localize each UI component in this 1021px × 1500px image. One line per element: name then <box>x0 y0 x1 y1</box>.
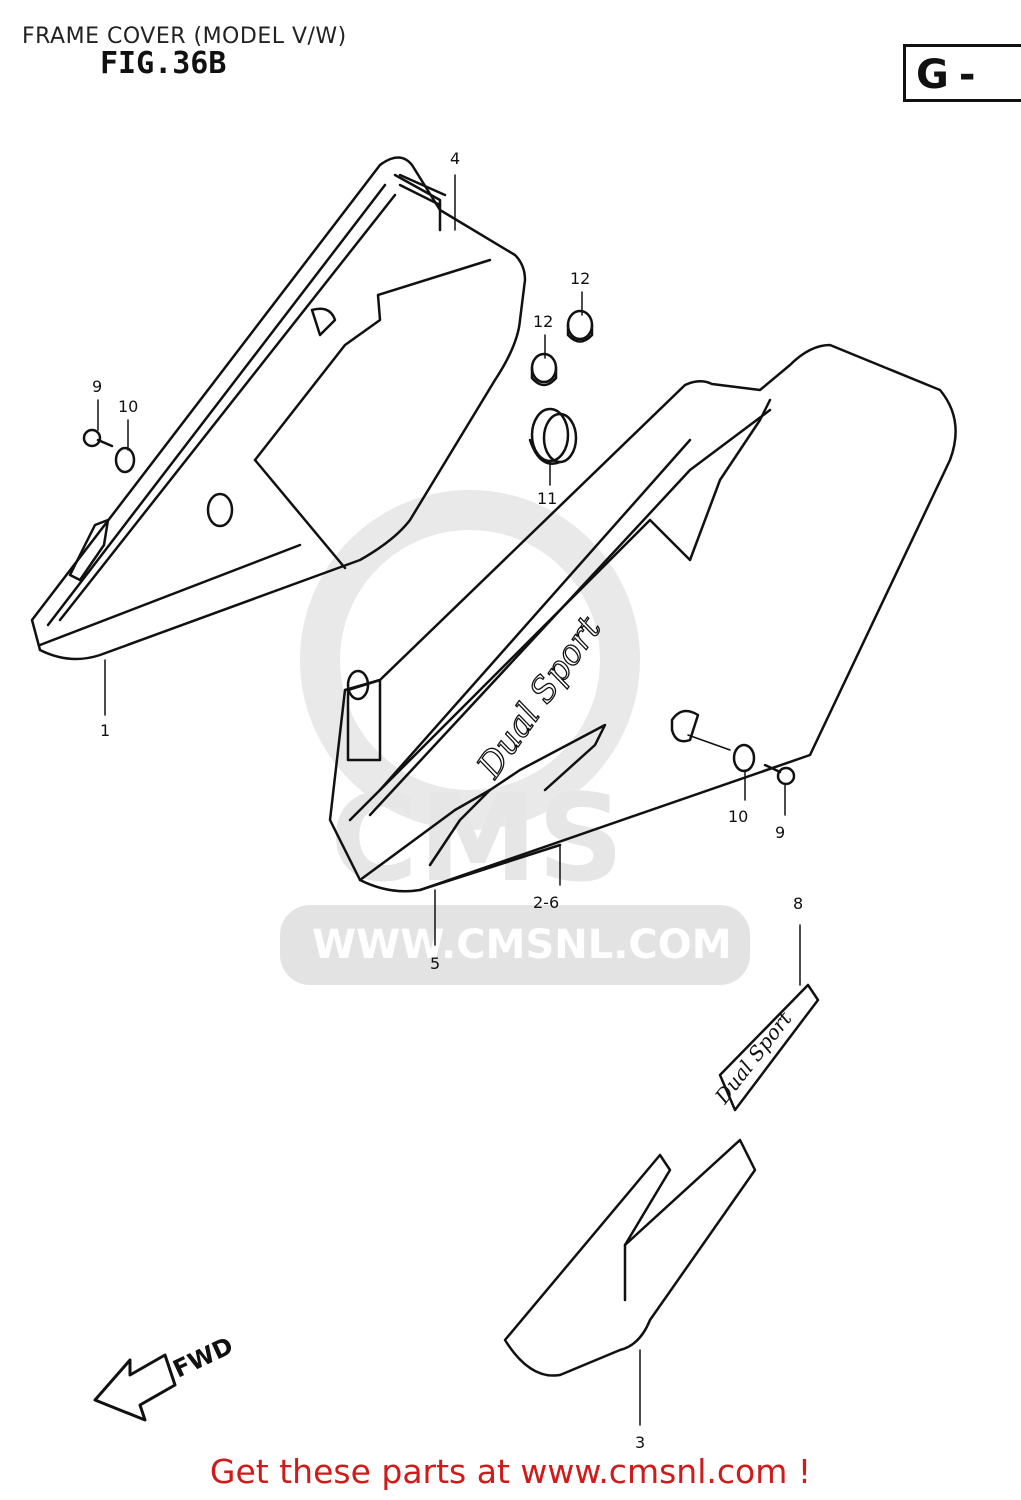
callout-9-left: 9 <box>92 377 102 396</box>
clip-right <box>670 709 700 743</box>
part-1-left-frame-cover <box>30 156 527 661</box>
callout-12-upper: 12 <box>570 269 590 288</box>
callout-10-right: 10 <box>728 807 748 826</box>
part-10-washer-left <box>114 446 136 474</box>
fwd-label: FWD <box>169 1332 238 1384</box>
callout-10-left: 10 <box>118 397 138 416</box>
part-9-screw-left <box>82 428 114 448</box>
watermark-url: WWW.CMSNL.COM <box>312 922 732 968</box>
figure-number: FIG.36B <box>100 46 227 81</box>
dual-sport-logo-emblem: Dual Sport <box>709 1006 797 1109</box>
footer-promo-link[interactable]: Get these parts at www.cmsnl.com ! <box>209 1452 812 1491</box>
callout-1: 1 <box>100 721 110 740</box>
callout-3: 3 <box>635 1433 645 1452</box>
part-10-washer-right <box>732 743 756 773</box>
part-9-screw-right <box>763 763 796 786</box>
callout-11: 11 <box>537 489 557 508</box>
callout-2-6: 2-6 <box>533 893 559 912</box>
part-2-6-right-frame-cover <box>328 343 957 893</box>
part-12-grommet-upper <box>566 309 594 343</box>
callout-5: 5 <box>430 954 440 973</box>
part-12-grommet-lower <box>530 352 558 387</box>
diagram-title: FRAME COVER (MODEL V/W) <box>22 24 347 49</box>
callout-8: 8 <box>793 894 803 913</box>
fwd-arrow <box>93 1353 177 1422</box>
part-11-cushion <box>528 407 578 465</box>
leader-lines <box>97 174 801 1426</box>
group-code-box <box>903 44 1021 102</box>
callout-9-right: 9 <box>775 823 785 842</box>
part-8-emblem <box>718 983 820 1112</box>
group-code: G- <box>916 52 986 98</box>
callout-4: 4 <box>450 149 460 168</box>
part-3-lower-cover <box>503 1138 757 1377</box>
watermark-logo: CMS <box>330 770 624 909</box>
part-4-grommet <box>398 173 447 207</box>
callout-12-lower: 12 <box>533 312 553 331</box>
